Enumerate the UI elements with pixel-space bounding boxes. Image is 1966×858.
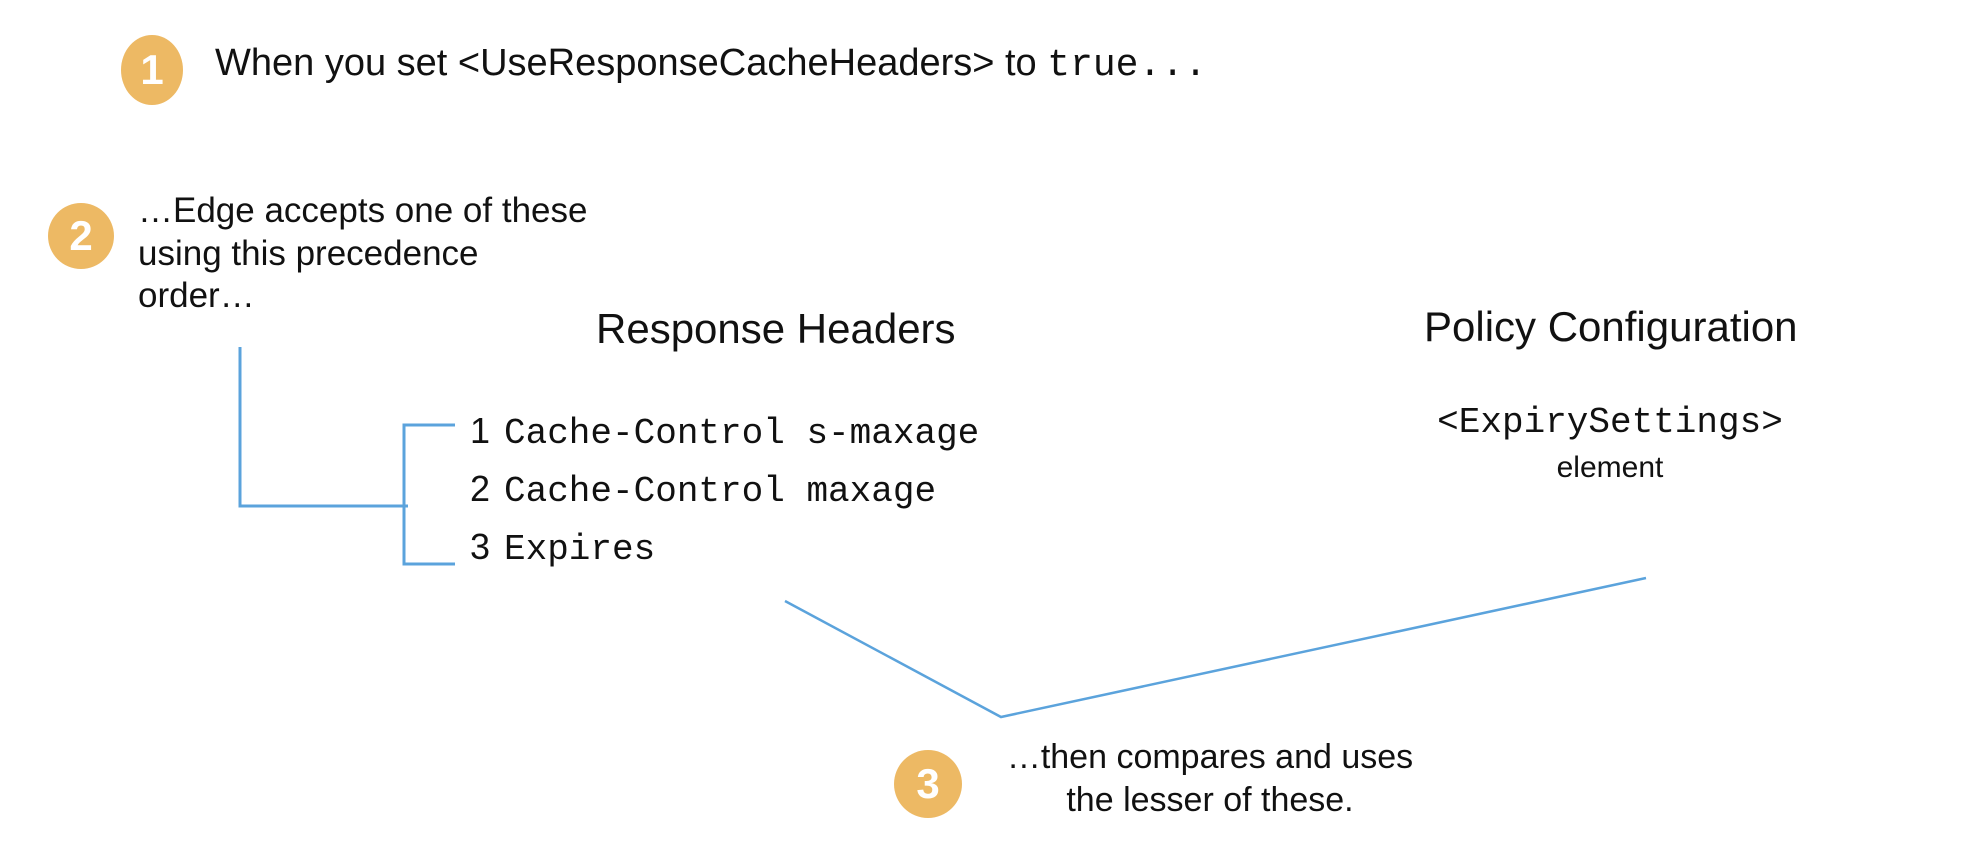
step-3-line-1: …then compares and uses — [1006, 738, 1414, 776]
policy-configuration-heading: Policy Configuration — [1424, 303, 1798, 350]
compare-v-connector — [784, 576, 1647, 719]
step-2-badge-label: 2 — [69, 212, 93, 259]
step-1-text-prefix: When you set <UseResponseCacheHeaders> t… — [215, 42, 1048, 84]
list-item-header-name: Expires — [504, 529, 656, 570]
list-item: 3 Expires — [470, 526, 979, 584]
step-1-text: When you set <UseResponseCacheHeaders> t… — [215, 40, 1207, 90]
step-1-text-code: true... — [1047, 44, 1207, 87]
list-item-number: 1 — [470, 410, 491, 451]
step2-elbow-connector — [238, 347, 408, 508]
response-headers-list: 1 Cache-Control s-maxage 2 Cache-Control… — [470, 410, 979, 584]
step-2-line-1: …Edge accepts one of these — [138, 191, 588, 230]
step-2-text: …Edge accepts one of these using this pr… — [138, 190, 658, 318]
header-list-bracket — [402, 423, 455, 566]
list-item-number: 2 — [470, 468, 491, 509]
policy-configuration-element: <ExpirySettings> element — [1380, 402, 1840, 485]
list-item-number: 3 — [470, 526, 491, 567]
step-1-badge: 1 — [121, 35, 183, 105]
response-headers-heading: Response Headers — [596, 305, 956, 352]
list-item: 1 Cache-Control s-maxage — [470, 410, 979, 468]
step-2-badge: 2 — [48, 203, 114, 269]
step-2-line-2: using this precedence — [138, 233, 479, 273]
step-3-text: …then compares and uses the lesser of th… — [975, 736, 1445, 821]
step-1-badge-label: 1 — [140, 46, 164, 93]
list-item-header-name: Cache-Control s-maxage — [504, 413, 980, 454]
list-item-header-name: Cache-Control maxage — [504, 471, 937, 512]
step-3-badge: 3 — [894, 750, 962, 818]
expiry-settings-tag: <ExpirySettings> — [1437, 402, 1783, 443]
step-3-line-2: the lesser of these. — [1066, 780, 1354, 819]
step-3-badge-label: 3 — [916, 760, 940, 807]
expiry-settings-word: element — [1556, 451, 1664, 484]
step-2-line-3: order… — [138, 276, 255, 316]
list-item: 2 Cache-Control maxage — [470, 468, 979, 526]
